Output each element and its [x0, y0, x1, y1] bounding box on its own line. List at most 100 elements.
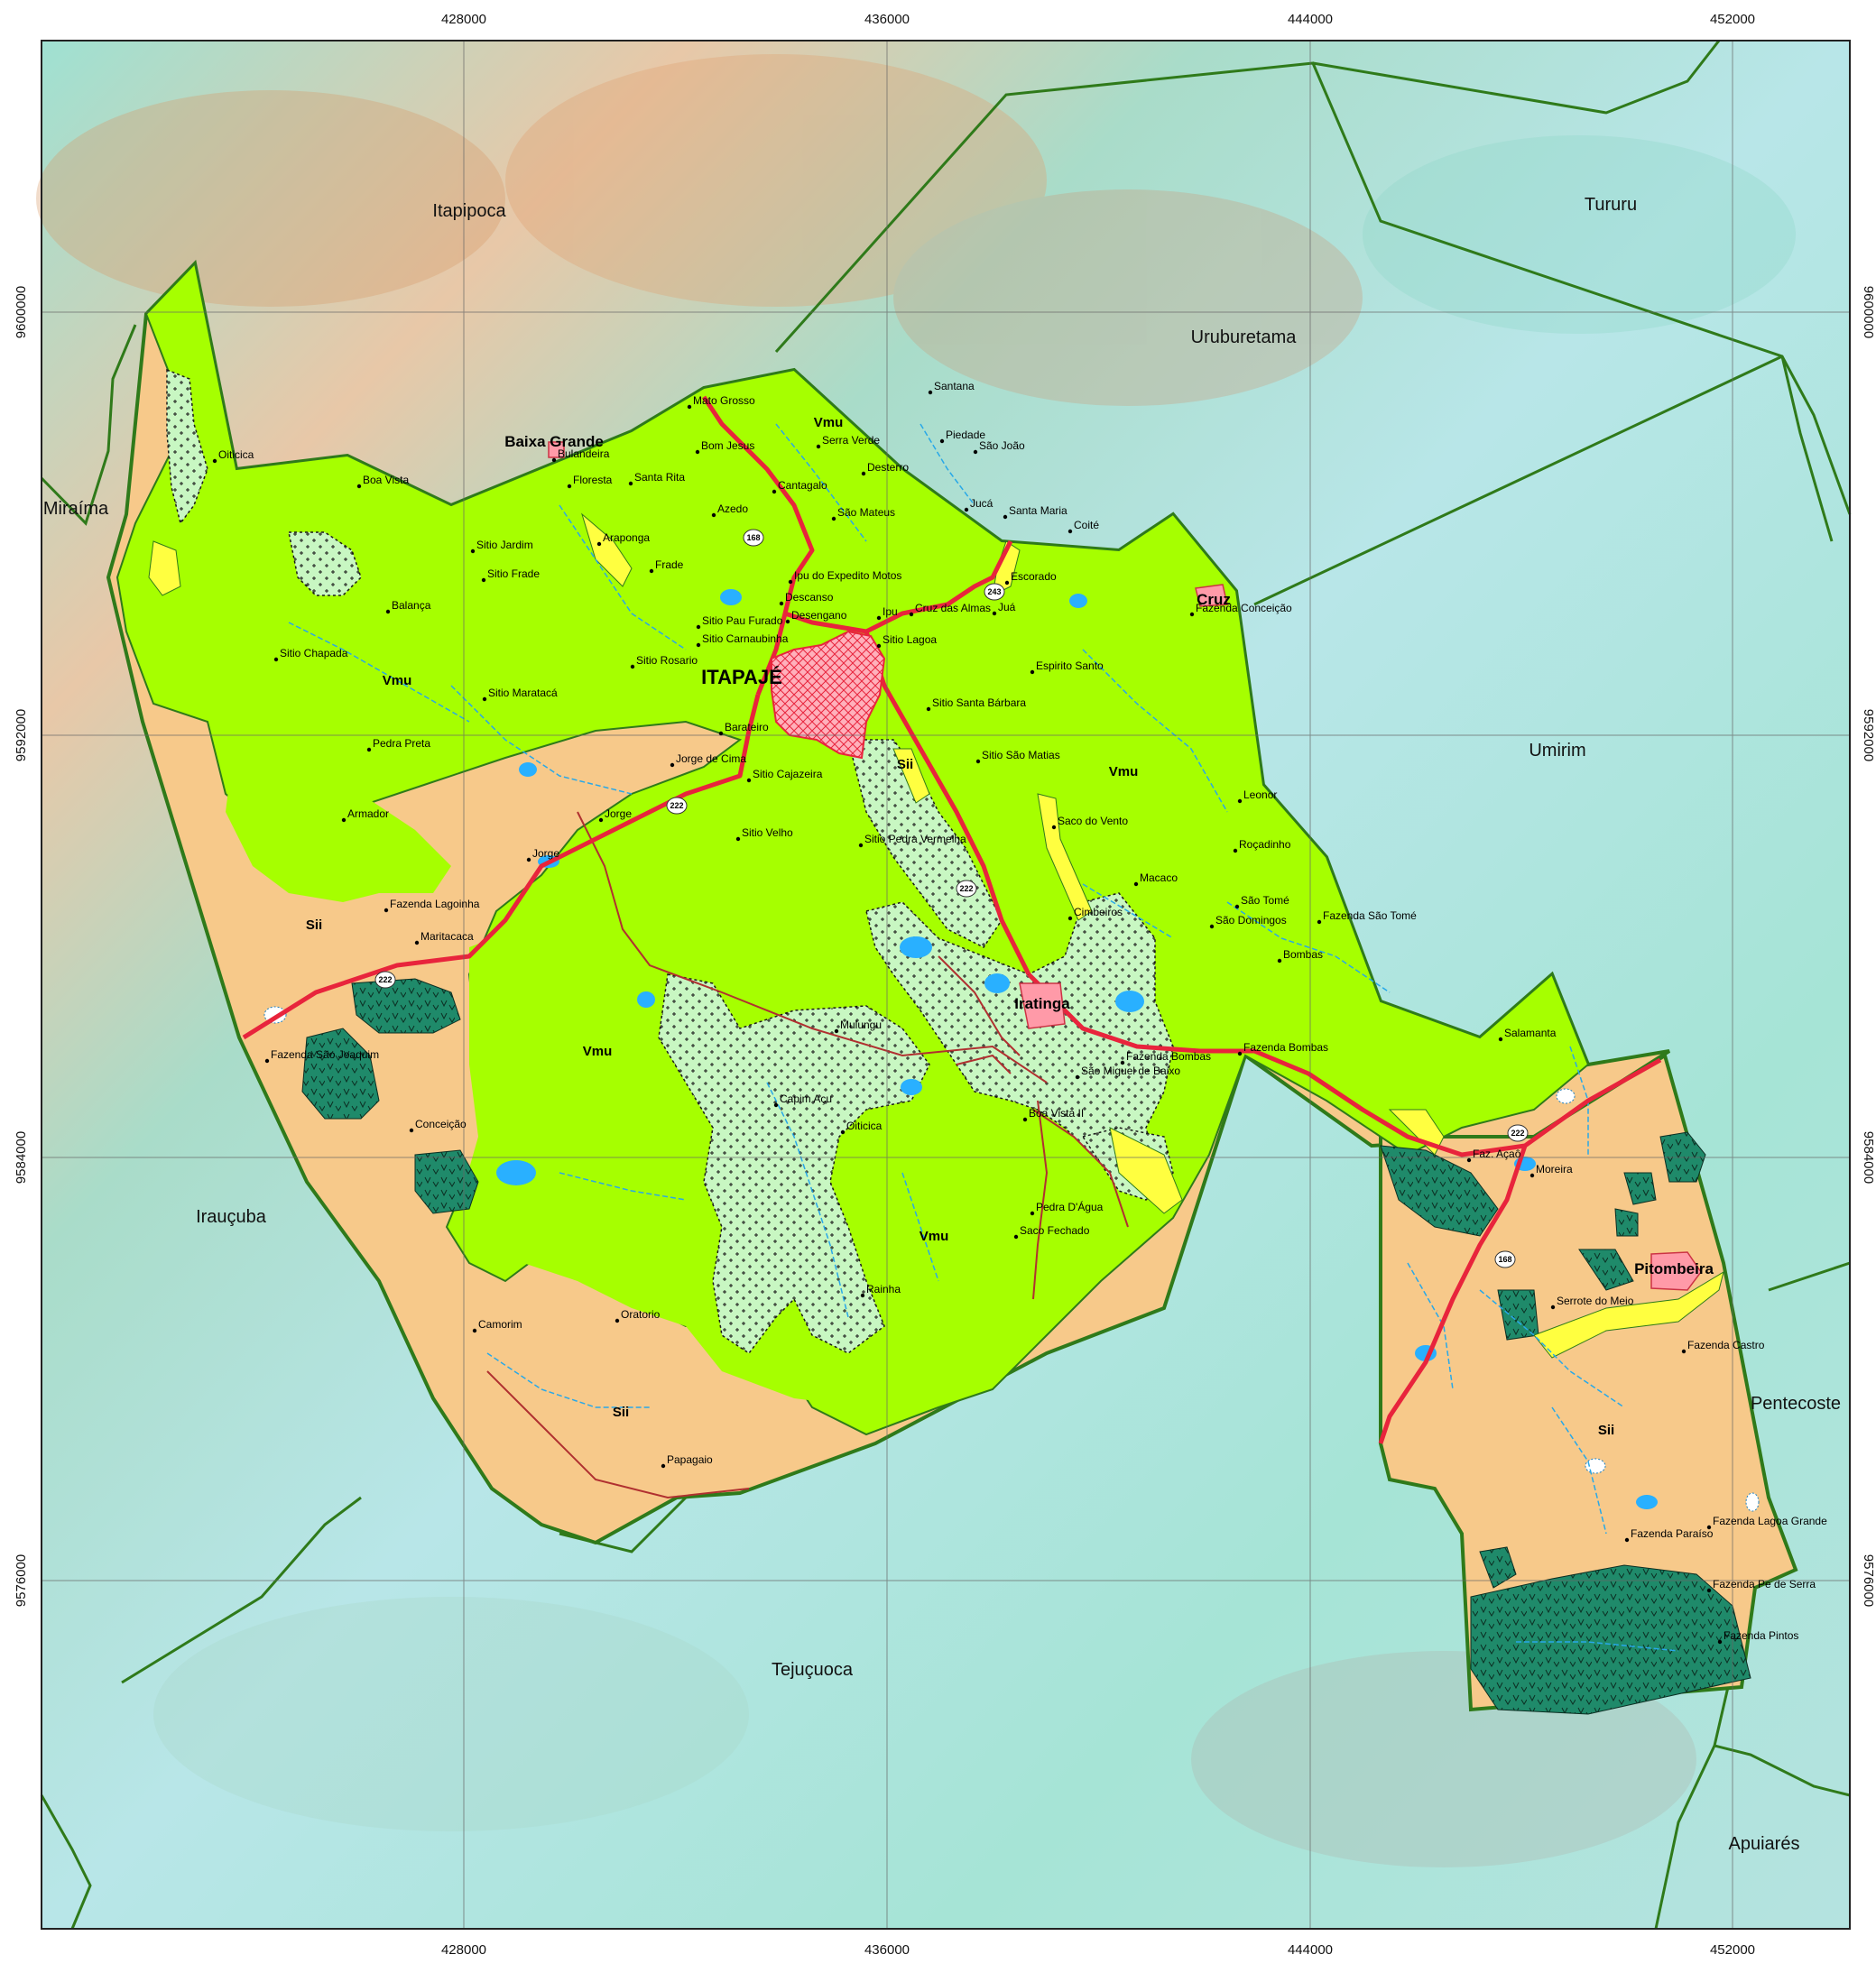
locality-label: Fazenda São Tomé: [1323, 909, 1417, 922]
locality-marker: [264, 1058, 270, 1064]
locality-label: Bom Jesus: [701, 439, 754, 452]
locality-marker: [341, 817, 347, 823]
locality-label: Saco Fechado: [1020, 1224, 1090, 1237]
locality: Sitio Pedra Vermelha: [858, 833, 966, 848]
dark-unit-bodies: [301, 978, 1751, 1715]
locality-marker: [861, 471, 866, 476]
locality-marker: [926, 706, 931, 712]
locality-marker: [860, 1293, 865, 1298]
locality-marker: [876, 615, 882, 621]
locality-marker: [1277, 958, 1282, 963]
drainage-streams: [288, 423, 1679, 1652]
locality: Sitio Santa Bárbara: [926, 696, 1026, 712]
town-label: Iratinga: [1014, 995, 1070, 1012]
locality-label: Fazenda Lagoinha: [390, 898, 480, 910]
locality-marker: [746, 778, 752, 783]
locality: Coité: [1067, 519, 1099, 534]
locality-label: Cruz das Almas: [915, 602, 991, 614]
locality: Roçadinho: [1233, 838, 1291, 853]
locality-marker: [711, 512, 716, 518]
tick-y-right: 9600000: [1861, 286, 1876, 338]
locality-marker: [649, 568, 654, 574]
locality-marker: [909, 612, 914, 617]
locality-label: Conceição: [415, 1118, 467, 1130]
municipality-label: Tururu: [1585, 195, 1637, 215]
locality-marker: [735, 836, 741, 842]
road-shield-badge: [984, 583, 1005, 601]
locality-label: Boa Vista: [363, 474, 409, 486]
locality: Sitio Jardim: [470, 539, 533, 554]
locality: Sitio Carnaubinha: [696, 632, 789, 648]
locality-label: Armador: [347, 807, 389, 820]
locality-label: Fazenda Bombas: [1243, 1041, 1328, 1054]
locality: São Tomé: [1234, 894, 1289, 909]
locality-marker: [785, 619, 790, 624]
municipality-label: Apuiarés: [1729, 1834, 1800, 1854]
locality: Bom Jesus: [695, 439, 754, 455]
locality-marker: [1067, 529, 1073, 534]
locality-label: Salamanta: [1504, 1027, 1557, 1039]
locality: Oiticica: [212, 448, 254, 464]
locality-label: Ipu: [883, 605, 898, 618]
tick-x-top: 436000: [864, 12, 910, 27]
locality: Jorge de Cima: [670, 752, 746, 768]
road-shield: 222: [374, 971, 396, 989]
locality-label: São Tomé: [1241, 894, 1289, 907]
locality: Fazenda São Joaquim: [264, 1048, 379, 1064]
locality: Macaco: [1133, 871, 1178, 887]
cruz-urban-area: [1195, 584, 1228, 607]
road-shield: 243: [984, 583, 1005, 601]
unit-label: Vmu: [920, 1229, 949, 1244]
locality: Descanso: [779, 591, 834, 606]
locality-label: Fazenda Pe de Serra: [1713, 1578, 1816, 1590]
locality-label: Escorado: [1011, 570, 1057, 583]
locality-label: São Miguel de Baixo: [1081, 1065, 1180, 1077]
locality: Piedade: [939, 429, 985, 444]
locality: Santa Maria: [1003, 504, 1067, 520]
road-shield-badge: [1507, 1124, 1529, 1142]
locality-marker: [975, 759, 981, 764]
locality-marker: [831, 516, 836, 521]
locality: Rainha: [860, 1283, 901, 1298]
locality-label: Espirito Santo: [1036, 659, 1104, 672]
crosses-unit-iratinga: [865, 892, 1174, 1174]
locality-label: Oiticica: [218, 448, 254, 461]
locality: Desterro: [861, 461, 909, 476]
locality-label: Maritacaca: [420, 930, 474, 943]
locality-label: Frade: [655, 558, 684, 571]
tick-y-right: 9576000: [1861, 1554, 1876, 1607]
locality: Fazenda Pe de Serra: [1706, 1578, 1816, 1593]
locality-marker: [1624, 1537, 1630, 1543]
locality-label: Sitio Pau Furado: [702, 614, 783, 627]
municipality-label: Tejuçuoca: [772, 1660, 854, 1680]
locality: Bulandeira: [551, 447, 610, 463]
unit-label: Sii: [306, 917, 322, 933]
locality-marker: [1234, 904, 1240, 909]
locality: Sitio Chapada: [273, 647, 348, 662]
locality: Serra Verde: [816, 434, 880, 449]
baixa-grande-urban-area: [548, 441, 565, 458]
locality: Boa Vista II: [1022, 1107, 1084, 1122]
municipality-label: Miraíma: [43, 499, 109, 519]
locality: Sitio Velho: [735, 826, 793, 842]
locality: Sitio Pau Furado: [696, 614, 783, 630]
road-shield-number: 222: [959, 884, 973, 893]
locality: Salamanta: [1498, 1027, 1557, 1042]
locality-marker: [1030, 1211, 1035, 1216]
locality: Pedra D'Água: [1030, 1200, 1104, 1216]
locality-marker: [384, 908, 389, 913]
locality-marker: [1466, 1157, 1472, 1163]
locality-label: Jorge de Cima: [676, 752, 746, 765]
seat-labels: ITAPAJÉ Baixa Grande Iratinga Cruz Pitom…: [504, 433, 1714, 1277]
locality-label: Jorge: [605, 807, 632, 820]
tick-x-top: 452000: [1710, 12, 1755, 27]
municipality-label: Irauçuba: [196, 1207, 267, 1227]
locality-marker: [1317, 919, 1322, 925]
unit-label: Sii: [613, 1405, 629, 1420]
locality-marker: [928, 390, 933, 395]
locality-label: Jorge: [532, 847, 559, 860]
locality-label: São João: [979, 439, 1025, 452]
locality: Conceição: [409, 1118, 467, 1133]
locality: Cruz das Almas: [909, 602, 991, 617]
